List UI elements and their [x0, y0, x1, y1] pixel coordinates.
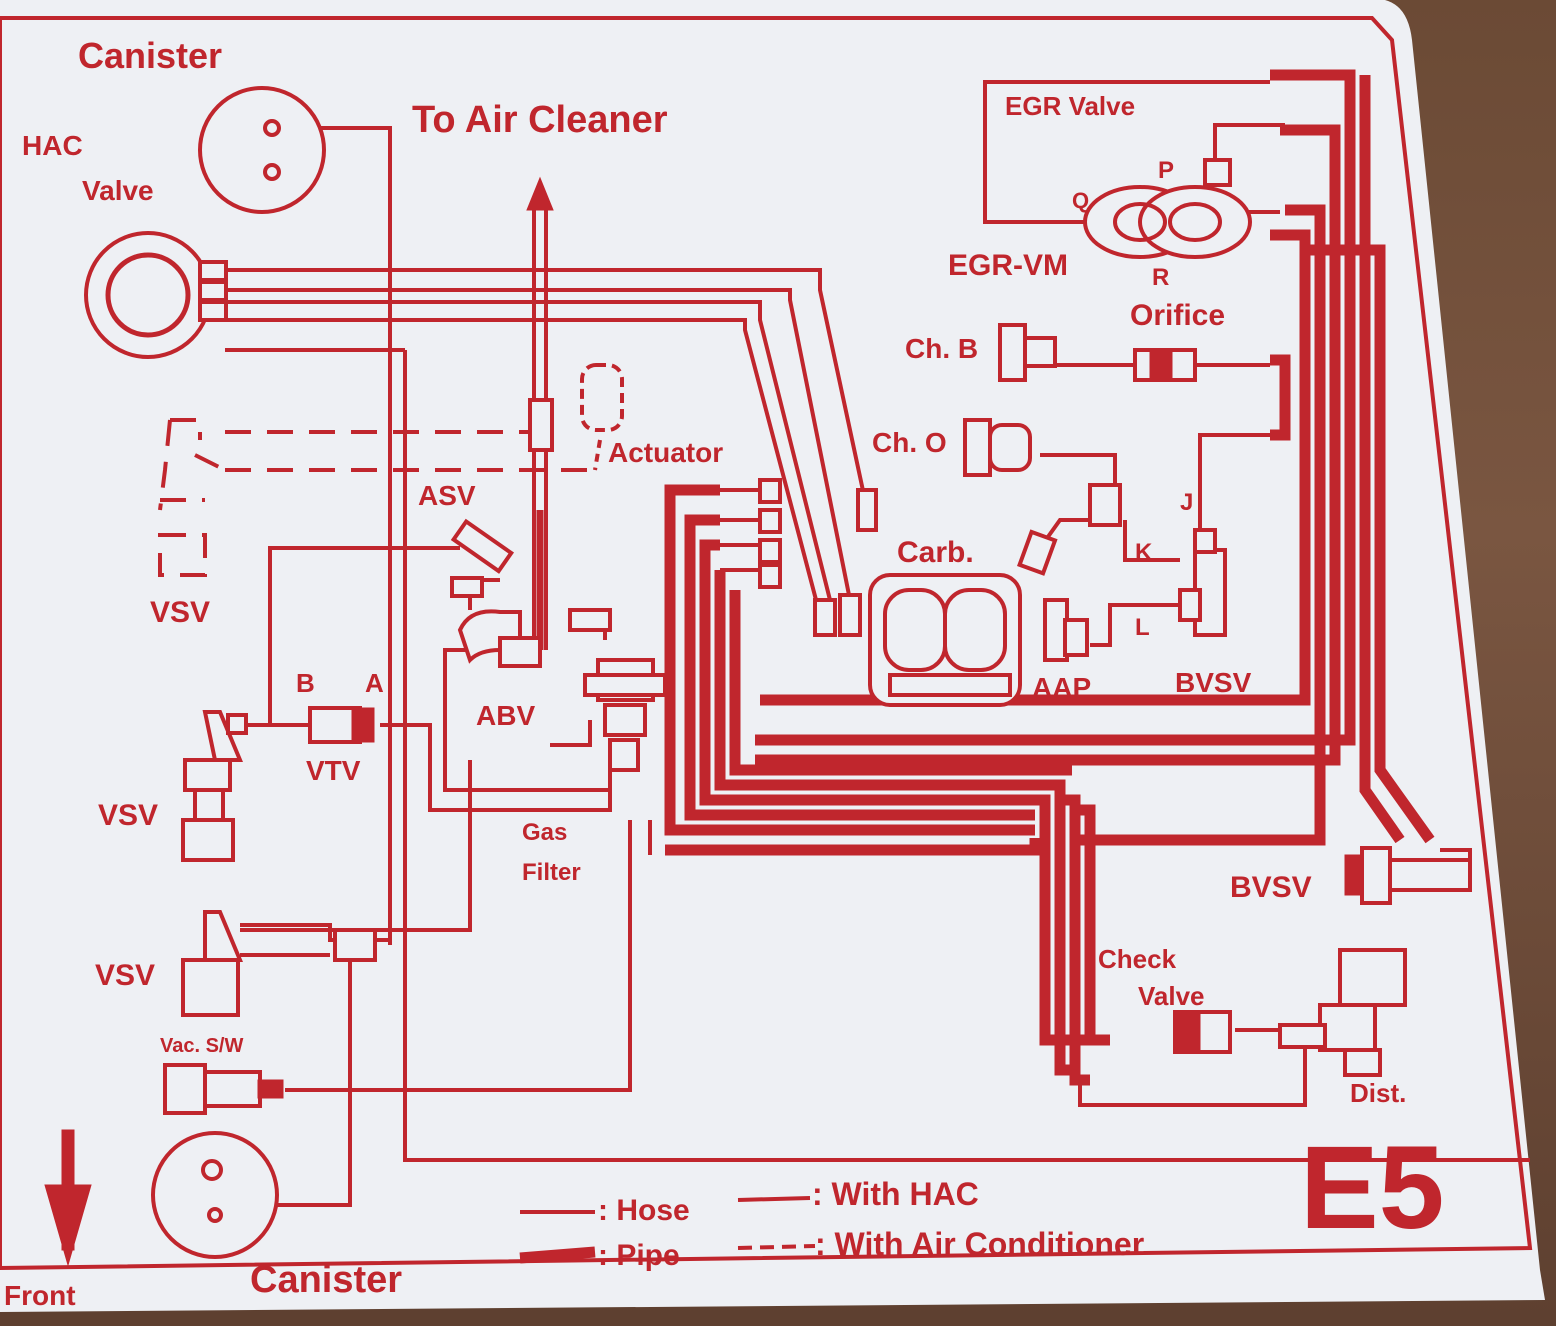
label-vtv: VTV [306, 755, 361, 786]
legend-text-pipe: : Pipe [598, 1239, 680, 1272]
label-bvsv-right: BVSV [1230, 871, 1312, 904]
legend-text-with-hac: : With HAC [812, 1176, 979, 1212]
label-abv: ABV [476, 700, 535, 731]
legend-pipe-symbol [519, 1246, 596, 1264]
abv-icon [457, 608, 612, 668]
legend-text-hose: : Hose [598, 1194, 690, 1227]
label-port-r: R [1152, 264, 1169, 291]
carburetor-icon [758, 478, 1022, 707]
label-port-q: Q [1072, 188, 1089, 213]
egr-valve-icon [1083, 158, 1252, 259]
label-front: Front [4, 1280, 76, 1311]
actuator-icon [528, 363, 624, 471]
legend-ac-symbol [737, 1244, 816, 1250]
label-vsv-middle: VSV [98, 799, 158, 832]
label-aap: AAP [1032, 672, 1091, 703]
label-ch-b: Ch. B [905, 333, 978, 364]
label-canister-top: Canister [78, 35, 222, 76]
label-check-valve-2: Valve [1138, 981, 1205, 1011]
label-egr-vm: EGR-VM [948, 249, 1068, 282]
label-vac-sw: Vac. S/W [160, 1035, 243, 1057]
hac-valve-icon [84, 231, 228, 359]
legend-hac-symbol [737, 1196, 811, 1202]
label-port-k: K [1135, 539, 1153, 566]
label-canister-bottom: Canister [250, 1259, 402, 1301]
label-vsv-dashed: VSV [150, 596, 210, 629]
diagram-id: E5 [1300, 1122, 1444, 1254]
label-vsv-lower: VSV [95, 959, 155, 992]
label-check-valve-1: Check [1098, 944, 1177, 974]
check-valve-icon [1173, 1010, 1232, 1054]
label-port-p: P [1158, 157, 1174, 184]
label-port-j: J [1180, 489, 1193, 516]
label-bvsv-upper: BVSV [1175, 667, 1252, 698]
gas-filter-icon [583, 658, 667, 772]
label-ch-o: Ch. O [872, 427, 947, 458]
ch-o-icon [963, 418, 1032, 477]
canister-top-icon [198, 86, 326, 214]
label-carb: Carb. [897, 536, 974, 569]
vac-switch-icon [163, 1063, 284, 1115]
vtv-icon [308, 706, 375, 744]
label-hac-valve-2: Valve [82, 175, 154, 206]
bvsv-upper-icon [1017, 483, 1227, 637]
label-egr-valve: EGR Valve [1005, 91, 1135, 121]
legend [519, 1196, 816, 1264]
pipe-lines [532, 69, 1435, 1086]
label-gas-filter-2: Filter [522, 859, 581, 886]
sticker-border [0, 16, 1533, 1271]
dashed-lines [158, 418, 590, 577]
label-port-l: L [1135, 614, 1150, 641]
label-asv: ASV [418, 480, 476, 511]
legend-text-with-air-conditioner: : With Air Conditioner [815, 1226, 1144, 1262]
bvsv-right-icon [1344, 846, 1472, 905]
ch-b-icon [998, 323, 1057, 382]
tee-joint-icon [333, 928, 377, 962]
label-port-b: B [296, 668, 315, 698]
front-arrow-icon [44, 1129, 92, 1267]
vsv-middle-icon [181, 710, 248, 862]
label-port-a: A [365, 668, 384, 698]
orifice-icon [1133, 348, 1197, 382]
distributor-icon [1278, 948, 1407, 1077]
vsv-lower-icon [181, 910, 243, 1017]
air-cleaner-arrow-icon [526, 176, 554, 211]
asv-icon [450, 518, 515, 598]
label-orifice: Orifice [1130, 299, 1225, 332]
aap-icon [1043, 598, 1089, 662]
canister-bottom-icon [151, 1131, 279, 1259]
label-to-air-cleaner: To Air Cleaner [412, 99, 668, 141]
label-actuator: Actuator [608, 437, 723, 468]
label-hac-valve-1: HAC [22, 130, 83, 161]
label-gas-filter-1: Gas [522, 819, 567, 846]
label-dist: Dist. [1350, 1078, 1406, 1108]
